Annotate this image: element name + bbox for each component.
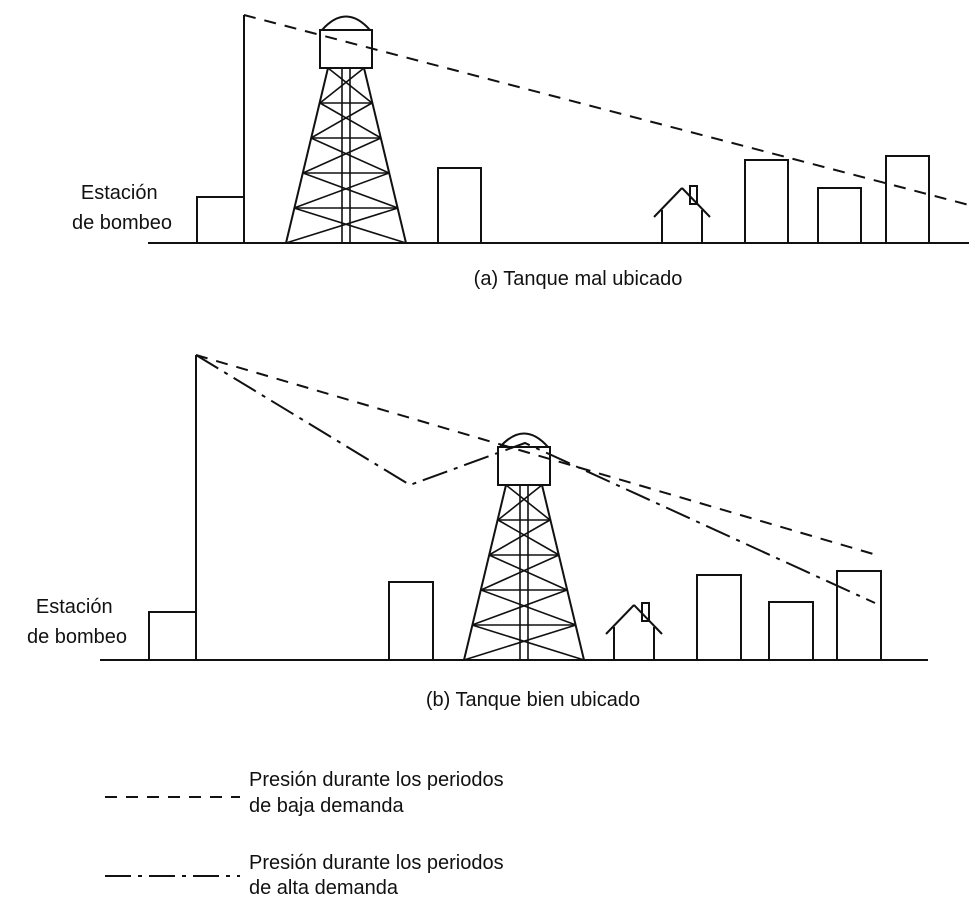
station-label: Estación de bombeo bbox=[27, 596, 127, 648]
panel-caption: (a) Tanque mal ubicado bbox=[474, 268, 683, 290]
panel-a: Estación de bombeo (a) Tanque mal ubicad… bbox=[72, 14, 969, 290]
legend-high-demand-label: Presión durante los periodos de alta dem… bbox=[249, 852, 509, 899]
legend-low-demand-label: Presión durante los periodos de baja dem… bbox=[249, 769, 509, 817]
water-tower bbox=[463, 432, 585, 661]
high-demand-pressure-line bbox=[195, 354, 876, 604]
low-demand-pressure-line bbox=[195, 354, 881, 557]
water-tower bbox=[285, 15, 407, 244]
low-demand-pressure-line bbox=[243, 14, 969, 206]
building bbox=[817, 187, 862, 244]
legend: Presión durante los periodos de baja dem… bbox=[105, 769, 509, 899]
building bbox=[744, 159, 789, 244]
panel-caption: (b) Tanque bien ubicado bbox=[426, 689, 640, 711]
building bbox=[885, 155, 930, 244]
building bbox=[836, 570, 882, 661]
house bbox=[653, 185, 711, 244]
pumping-station bbox=[148, 611, 197, 661]
station-label: Estación de bombeo bbox=[72, 182, 172, 234]
building bbox=[696, 574, 742, 661]
pumping-station bbox=[196, 196, 245, 244]
house bbox=[605, 602, 663, 661]
building bbox=[388, 581, 434, 661]
building bbox=[768, 601, 814, 661]
building bbox=[437, 167, 482, 244]
panel-b: Estación de bombeo (b) Tanque bien ubica… bbox=[27, 354, 928, 711]
